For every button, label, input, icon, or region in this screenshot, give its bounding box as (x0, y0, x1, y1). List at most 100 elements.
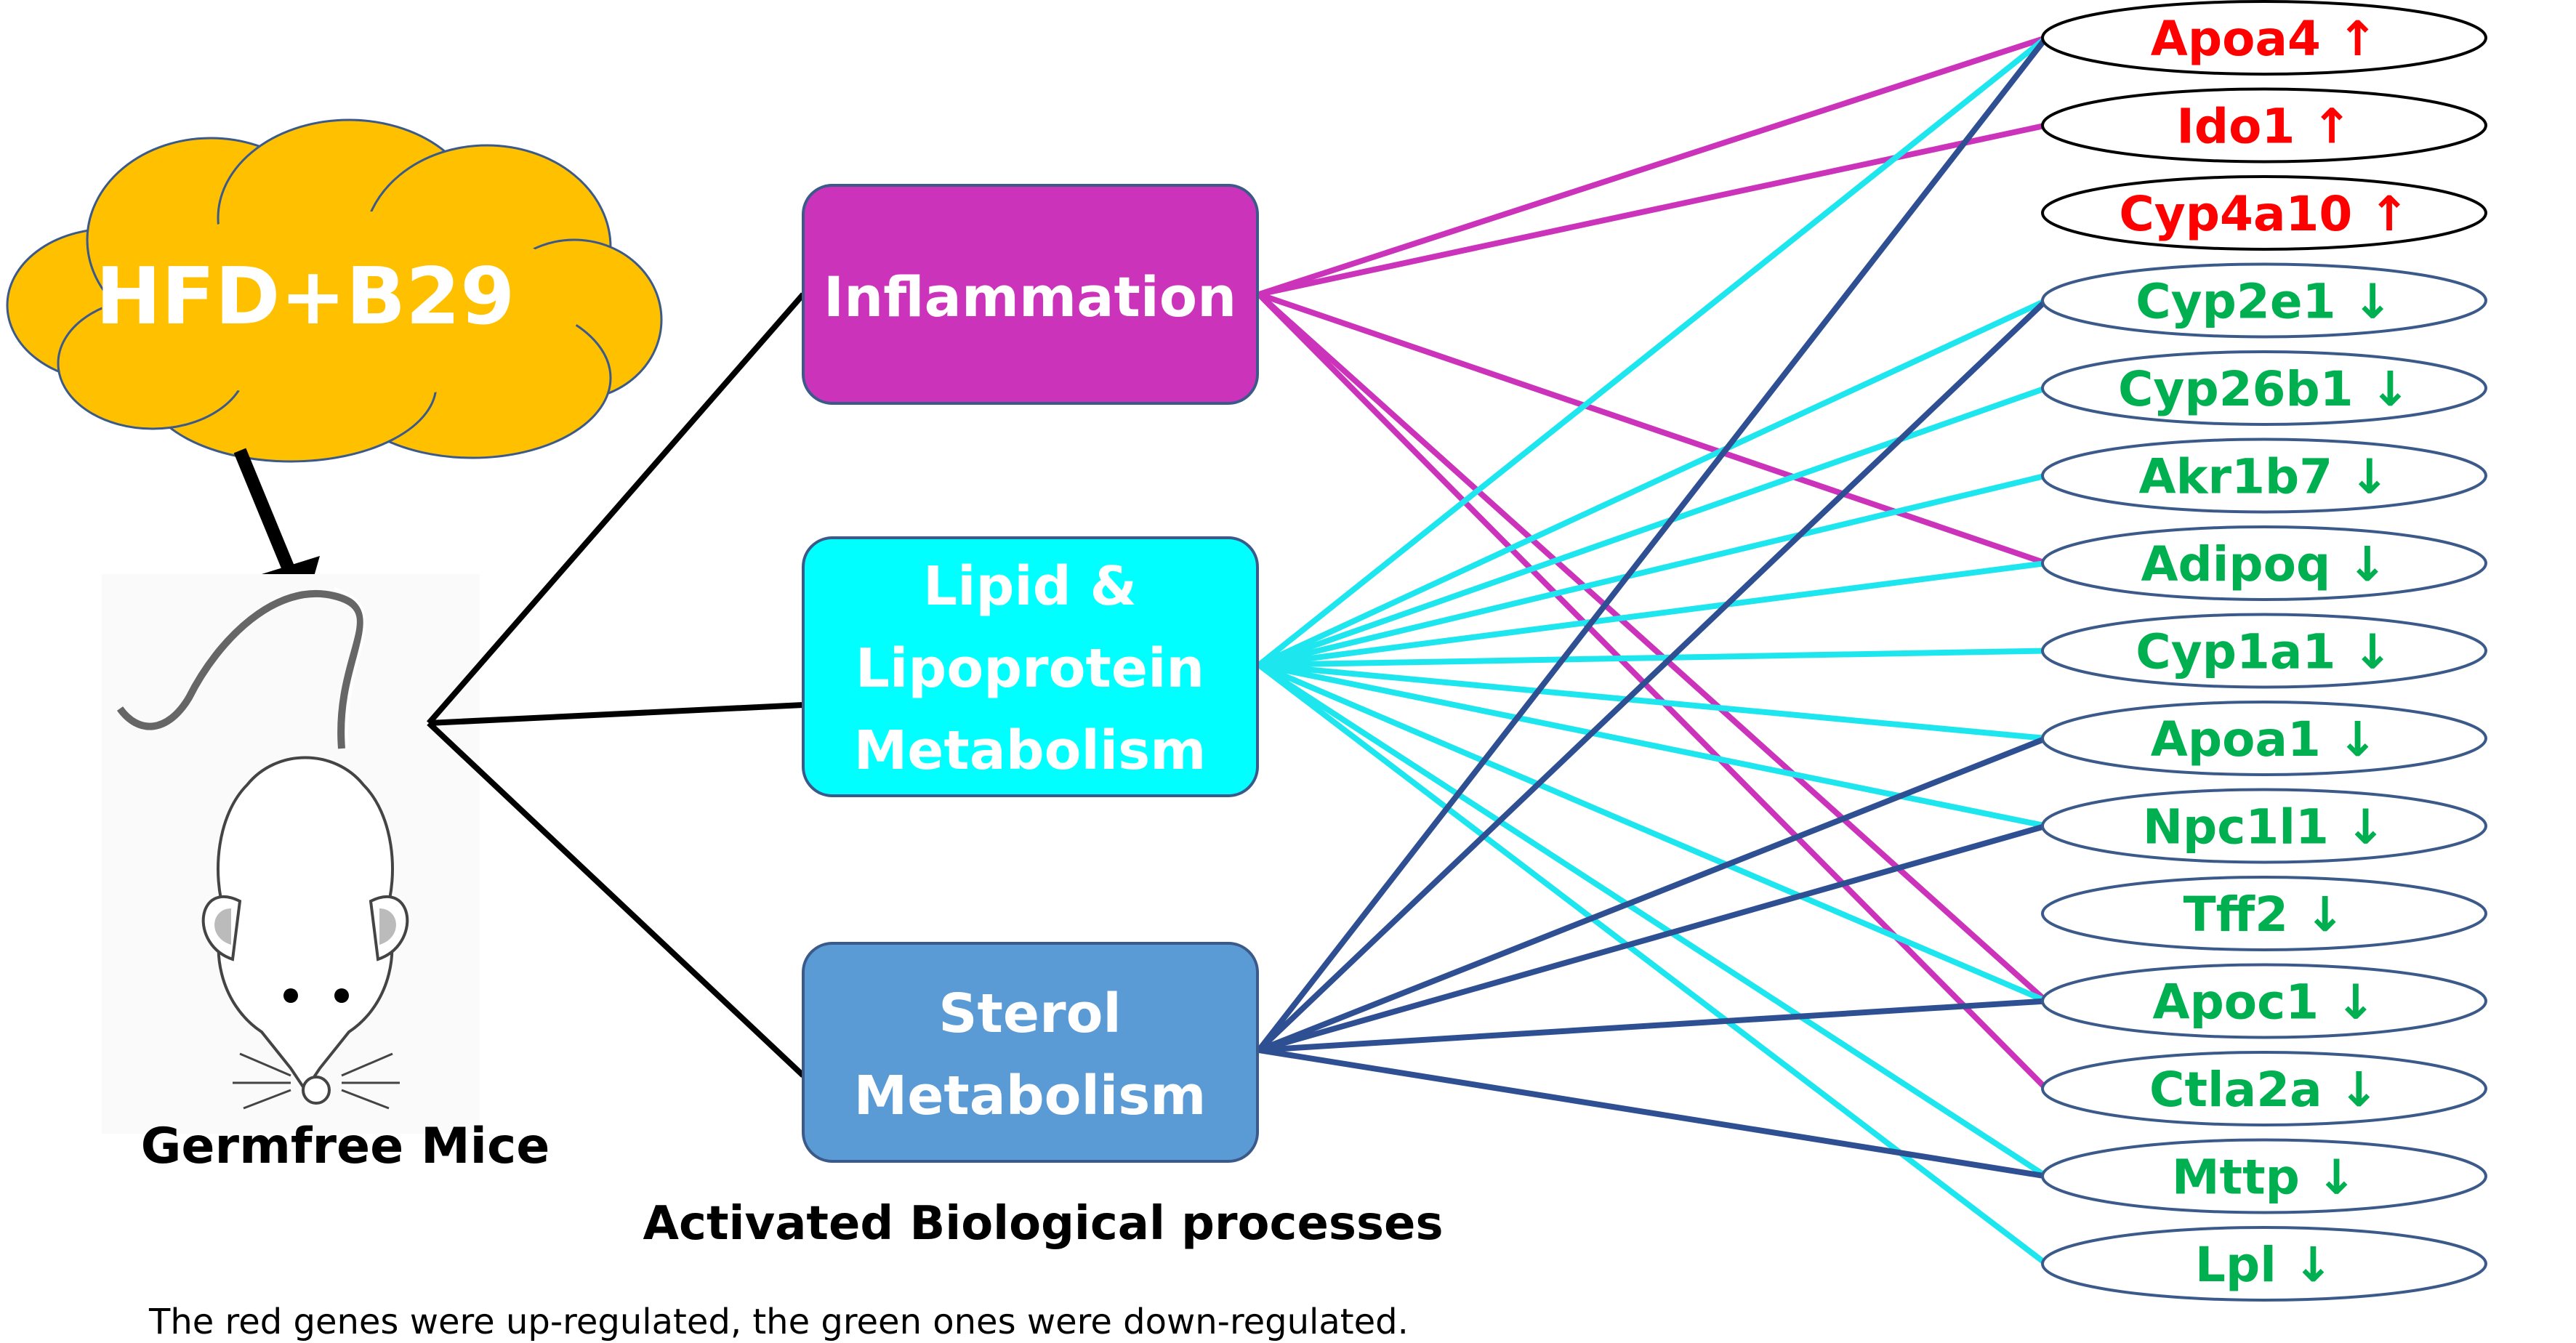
gene-apoa4: Apoa4 ↑ (2041, 0, 2487, 76)
mouse-process-connectors (426, 292, 806, 1078)
gene-name: Adipoq (2141, 536, 2347, 592)
link-lipid-adipoq (1258, 560, 2047, 668)
gene-ellipse (2041, 701, 2487, 776)
gene-akr1b7: Akr1b7 ↓ (2041, 437, 2487, 514)
gene-direction-arrow: ↓ (2293, 1237, 2333, 1293)
link-inflammation-adipoq (1257, 291, 2048, 566)
link-sterol-apoa4 (1256, 36, 2049, 1052)
gene-direction-arrow: ↓ (2305, 887, 2345, 943)
gene-name: Ido1 (2176, 99, 2311, 155)
gene-name: Akr1b7 (2139, 449, 2350, 505)
link-lipid-apoc1 (1257, 662, 2048, 1004)
gene-name: Apoa4 (2151, 11, 2338, 67)
gene-apoc1: Apoc1 ↓ (2041, 963, 2487, 1039)
process-label: Inflammation (824, 265, 1236, 329)
gene-label: Adipoq ↓ (2141, 536, 2387, 592)
process-boxes: Inflammation Lipid & Lipoprotein Metabol… (802, 184, 1259, 1163)
gene-ctla2a: Ctla2a ↓ (2041, 1051, 2487, 1126)
gene-name: Tff2 (2183, 887, 2305, 943)
process-label: Lipoprotein (856, 637, 1204, 700)
gene-links (1256, 35, 2049, 1267)
gene-name: Cyp26b1 (2118, 361, 2370, 417)
gene-label: Cyp2e1 ↓ (2136, 274, 2393, 330)
gene-name: Ctla2a (2149, 1062, 2339, 1118)
gene-direction-arrow: ↑ (2338, 11, 2378, 67)
process-sterol: Sterol Metabolism (802, 942, 1259, 1163)
link-lipid-cyp26b1 (1257, 385, 2048, 668)
link-sterol-apoa1 (1257, 735, 2048, 1053)
link-inflammation-apoc1 (1257, 292, 2048, 1004)
gene-label: Npc1l1 ↓ (2143, 799, 2386, 855)
process-label: Lipid & (923, 555, 1137, 618)
subject-label: Germfree Mice (141, 1118, 550, 1175)
gene-ellipse (2041, 350, 2487, 426)
link-lipid-cyp1a1 (1258, 648, 2047, 668)
gene-ido1: Ido1 ↑ (2041, 87, 2487, 164)
gene-label: Apoa1 ↓ (2151, 711, 2378, 767)
mouse-icon (102, 574, 480, 1134)
gene-name: Npc1l1 (2143, 799, 2346, 855)
gene-ellipse (2041, 1051, 2487, 1126)
gene-name: Mttp (2172, 1150, 2317, 1206)
link-inflammation-ido1 (1258, 122, 2047, 297)
process-lipid: Lipid & Lipoprotein Metabolism (802, 536, 1259, 797)
link-sterol-apoc1 (1258, 998, 2047, 1053)
link-inflammation-apoa4 (1257, 35, 2048, 297)
treatment-cloud (6, 118, 663, 463)
gene-ellipse (2041, 175, 2487, 251)
gene-label: Lpl ↓ (2195, 1237, 2333, 1293)
link-inflammation-ctla2a (1257, 292, 2048, 1091)
gene-direction-arrow: ↓ (2347, 536, 2387, 592)
gene-label: Mttp ↓ (2172, 1150, 2356, 1206)
gene-cyp2e1: Cyp2e1 ↓ (2041, 262, 2487, 339)
gene-name: Cyp4a10 (2119, 186, 2369, 242)
gene-ellipse (2041, 0, 2487, 76)
gene-name: Apoa1 (2151, 711, 2338, 767)
treatment-label: HFD+B29 (96, 251, 515, 342)
gene-direction-arrow: ↓ (2317, 1150, 2356, 1206)
gene-ellipse (2041, 525, 2487, 601)
gene-ellipse (2041, 262, 2487, 339)
process-label: Metabolism (854, 719, 1207, 782)
gene-label: Tff2 ↓ (2183, 887, 2346, 943)
gene-ellipse (2041, 437, 2487, 514)
gene-name: Lpl (2195, 1237, 2293, 1293)
gene-list: Apoa4 ↑Ido1 ↑Cyp4a10 ↑Cyp2e1 ↓Cyp26b1 ↓A… (2041, 0, 2487, 1302)
gene-cyp4a10: Cyp4a10 ↑ (2041, 175, 2487, 251)
footnote: The red genes were up-regulated, the gre… (148, 1302, 1409, 1342)
gene-apoa1: Apoa1 ↓ (2041, 701, 2487, 776)
link-sterol-cyp2e1 (1257, 298, 2048, 1052)
gene-direction-arrow: ↓ (2352, 624, 2392, 680)
gene-label: Akr1b7 ↓ (2139, 449, 2390, 505)
gene-direction-arrow: ↓ (2370, 361, 2410, 417)
gene-direction-arrow: ↓ (2335, 975, 2375, 1031)
gene-ellipse (2041, 1226, 2487, 1302)
gene-direction-arrow: ↓ (2352, 274, 2392, 330)
link-sterol-npc1l1 (1257, 823, 2048, 1053)
link-lipid-apoa1 (1258, 662, 2047, 741)
gene-ellipse (2041, 788, 2487, 864)
gene-tff2: Tff2 ↓ (2041, 876, 2487, 951)
link-sterol-mttp (1258, 1047, 2047, 1179)
gene-direction-arrow: ↓ (2338, 711, 2378, 767)
gene-label: Ctla2a ↓ (2149, 1062, 2379, 1118)
gene-cyp26b1: Cyp26b1 ↓ (2041, 350, 2487, 426)
gene-cyp1a1: Cyp1a1 ↓ (2041, 613, 2487, 689)
process-inflammation: Inflammation (802, 184, 1259, 405)
gene-mttp: Mttp ↓ (2041, 1138, 2487, 1214)
link-lipid-mttp (1257, 662, 2048, 1179)
gene-ellipse (2041, 876, 2487, 951)
gene-label: Ido1 ↑ (2176, 99, 2351, 155)
gene-lpl: Lpl ↓ (2041, 1226, 2487, 1302)
gene-npc1l1: Npc1l1 ↓ (2041, 788, 2487, 864)
gene-label: Cyp1a1 ↓ (2136, 624, 2392, 680)
gene-label: Cyp26b1 ↓ (2118, 361, 2410, 417)
gene-name: Apoc1 (2152, 975, 2335, 1031)
gene-ellipse (2041, 1138, 2487, 1214)
processes-caption: Activated Biological processes (643, 1197, 1443, 1251)
gene-ellipse (2041, 613, 2487, 689)
link-lipid-lpl (1257, 662, 2048, 1267)
link-lipid-npc1l1 (1258, 662, 2047, 829)
link-lipid-akr1b7 (1258, 472, 2047, 668)
